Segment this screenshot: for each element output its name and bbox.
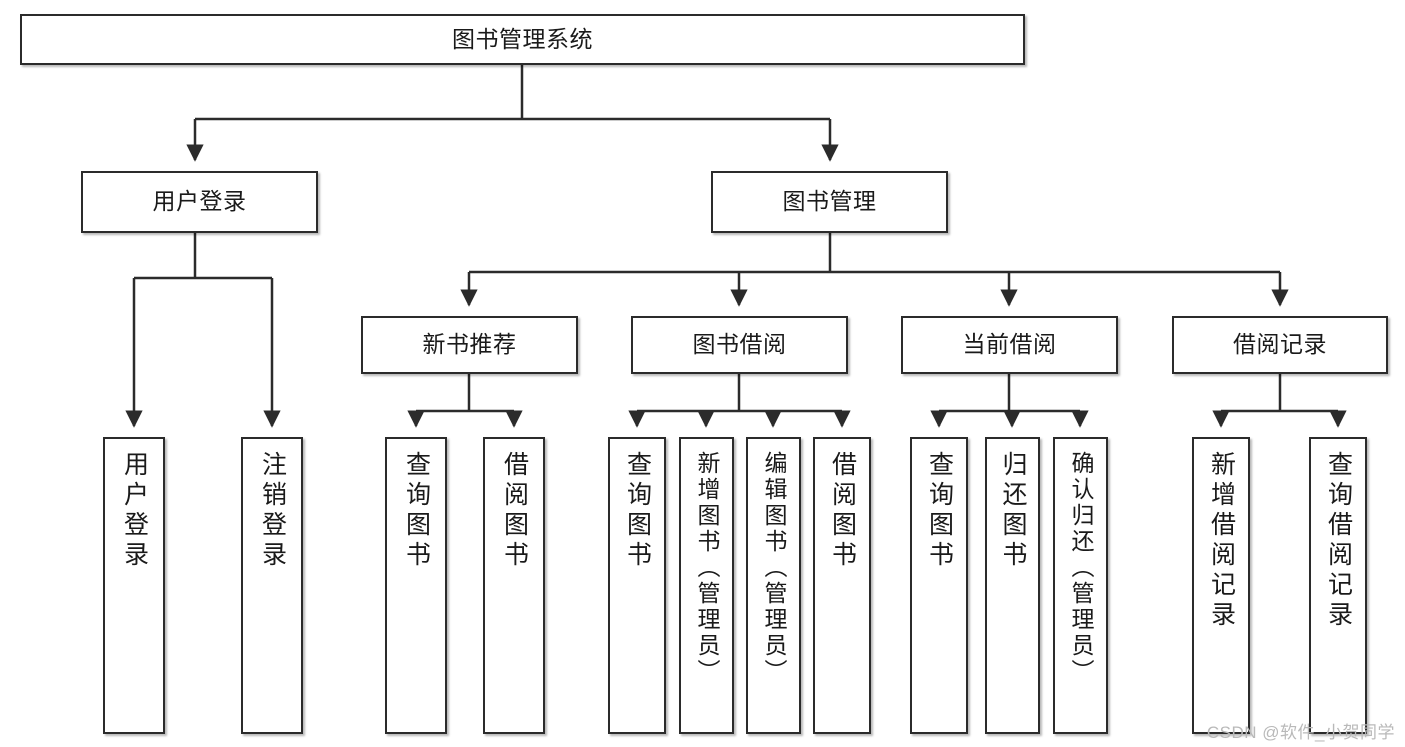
node-leaf-borrow-book[interactable]: 借阅图书 bbox=[813, 437, 871, 734]
node-label-root: 图书管理系统 bbox=[452, 25, 593, 52]
node-label-new-book-recommend: 新书推荐 bbox=[422, 331, 517, 358]
node-leaf-add-book-admin[interactable]: 新增图书（管理员） bbox=[679, 437, 734, 734]
node-current-borrow[interactable]: 当前借阅 bbox=[901, 316, 1118, 374]
node-label-leaf-edit-book-admin: 编辑图书（管理员） bbox=[761, 451, 787, 685]
node-leaf-edit-book-admin[interactable]: 编辑图书（管理员） bbox=[746, 437, 801, 734]
node-leaf-return-book[interactable]: 归还图书 bbox=[985, 437, 1040, 734]
node-label-leaf-add-book-admin: 新增图书（管理员） bbox=[694, 451, 720, 685]
node-label-leaf-query-book-borrow: 查询图书 bbox=[623, 451, 652, 571]
node-label-leaf-user-login: 用户登录 bbox=[120, 451, 149, 571]
node-label-leaf-query-book-current: 查询图书 bbox=[925, 451, 954, 571]
node-new-book-recommend[interactable]: 新书推荐 bbox=[361, 316, 578, 374]
node-leaf-borrow-book-recommend[interactable]: 借阅图书 bbox=[483, 437, 545, 734]
node-label-leaf-confirm-return-admin: 确认归还（管理员） bbox=[1068, 451, 1094, 685]
node-leaf-user-login[interactable]: 用户登录 bbox=[103, 437, 165, 734]
node-label-user-login: 用户登录 bbox=[152, 188, 247, 215]
node-label-leaf-query-borrow-record: 查询借阅记录 bbox=[1324, 451, 1353, 631]
node-user-login[interactable]: 用户登录 bbox=[81, 171, 318, 233]
node-book-borrow[interactable]: 图书借阅 bbox=[631, 316, 848, 374]
node-leaf-add-borrow-record[interactable]: 新增借阅记录 bbox=[1192, 437, 1250, 734]
node-label-leaf-borrow-book-recommend: 借阅图书 bbox=[500, 451, 529, 571]
node-label-leaf-borrow-book: 借阅图书 bbox=[828, 451, 857, 571]
node-label-leaf-user-logout: 注销登录 bbox=[258, 451, 287, 571]
node-label-leaf-query-book-recommend: 查询图书 bbox=[402, 451, 431, 571]
node-root[interactable]: 图书管理系统 bbox=[20, 14, 1025, 65]
node-leaf-query-book-borrow[interactable]: 查询图书 bbox=[608, 437, 666, 734]
node-leaf-query-book-current[interactable]: 查询图书 bbox=[910, 437, 968, 734]
node-leaf-user-logout[interactable]: 注销登录 bbox=[241, 437, 303, 734]
node-leaf-confirm-return-admin[interactable]: 确认归还（管理员） bbox=[1053, 437, 1108, 734]
node-label-borrow-records: 借阅记录 bbox=[1233, 331, 1327, 358]
node-borrow-records[interactable]: 借阅记录 bbox=[1172, 316, 1388, 374]
node-leaf-query-borrow-record[interactable]: 查询借阅记录 bbox=[1309, 437, 1367, 734]
node-label-book-borrow: 图书借阅 bbox=[692, 331, 787, 358]
watermark-label: CSDN @软件_小贺同学 bbox=[1206, 723, 1395, 742]
node-label-leaf-add-borrow-record: 新增借阅记录 bbox=[1207, 451, 1236, 631]
node-leaf-query-book-recommend[interactable]: 查询图书 bbox=[385, 437, 447, 734]
node-label-leaf-return-book: 归还图书 bbox=[999, 451, 1027, 571]
node-label-current-borrow: 当前借阅 bbox=[962, 331, 1057, 358]
node-book-management[interactable]: 图书管理 bbox=[711, 171, 948, 233]
node-label-book-management: 图书管理 bbox=[782, 188, 877, 215]
